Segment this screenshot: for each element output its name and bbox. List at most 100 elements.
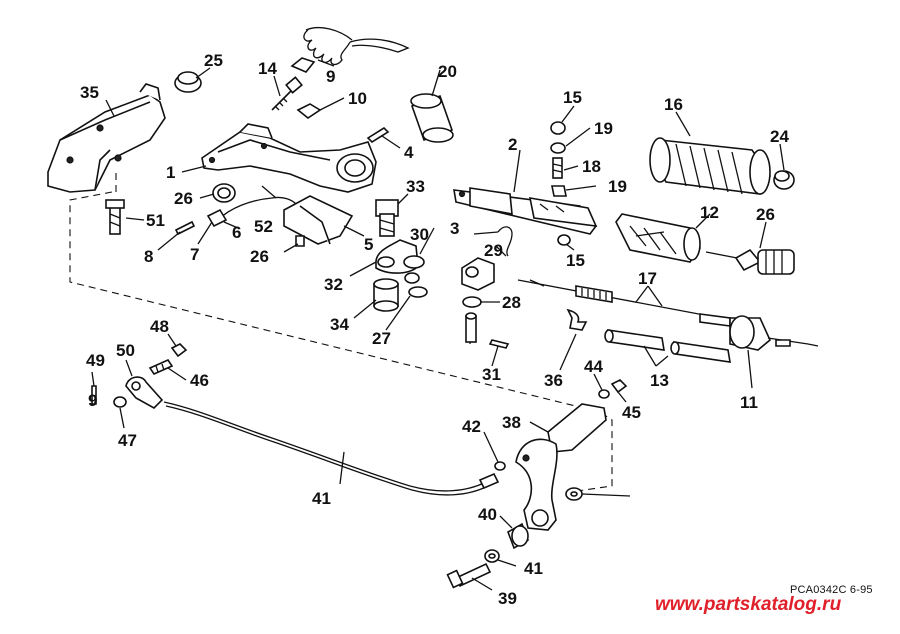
part-28-ring <box>403 255 425 269</box>
label-15a: 15 <box>563 88 582 107</box>
label-36: 39 <box>498 589 517 608</box>
label-7: 7 <box>190 245 199 264</box>
label-8: 8 <box>144 247 153 266</box>
label-34: 36 <box>544 371 563 390</box>
label-9b: 9 <box>88 391 97 410</box>
part-27-clip <box>497 226 513 257</box>
label-19b: 19 <box>608 177 627 196</box>
drawing-code: PCA0342C 6-95 <box>790 584 873 596</box>
part-29-pin <box>488 339 510 349</box>
label-49: 51 <box>146 211 165 230</box>
part-25-ring <box>212 183 236 203</box>
part-15-ball-bottom <box>557 234 571 246</box>
part-15-ball-top <box>550 121 566 135</box>
label-42: 45 <box>622 403 641 422</box>
part-19-washer-bottom <box>551 185 567 197</box>
watermark: www.partskatalog.ru <box>655 594 842 615</box>
callout-labels: 35 25 14 9 10 4 20 15 16 24 19 2 18 19 1… <box>80 51 789 608</box>
label-27: 29 <box>484 241 503 260</box>
label-41a: 42 <box>462 417 481 436</box>
label-14: 14 <box>258 59 277 78</box>
label-25: 26 <box>174 189 193 208</box>
part-22-cap <box>174 71 202 93</box>
part-33-bracket <box>47 83 166 193</box>
label-38: 40 <box>478 505 497 524</box>
part-17-cable <box>517 279 731 327</box>
label-39: 41 <box>524 559 543 578</box>
label-6: 6 <box>232 223 241 242</box>
label-46: 48 <box>150 317 169 336</box>
label-12: 12 <box>700 203 719 222</box>
part-32-bushing <box>373 278 399 312</box>
label-5: 5 <box>364 235 373 254</box>
label-31: 33 <box>406 177 425 196</box>
part-21-cap <box>773 170 795 190</box>
label-13: 13 <box>650 371 669 390</box>
part-14-bolt <box>271 76 303 111</box>
label-11: 11 <box>740 393 758 412</box>
part-38-bushing <box>507 522 529 550</box>
part-47-pin <box>91 385 97 405</box>
label-24: 26 <box>756 205 775 224</box>
label-16: 16 <box>664 95 683 114</box>
part-34-clip <box>566 308 588 331</box>
label-26b: 28 <box>502 293 521 312</box>
part-50-stud <box>465 312 477 343</box>
linkage-dashed-line <box>69 191 613 493</box>
part-9-spring <box>290 26 410 73</box>
part-16-grip <box>649 137 771 195</box>
label-17: 17 <box>638 269 657 288</box>
part-8-pin <box>174 220 196 236</box>
label-9: 9 <box>326 67 335 86</box>
leader-lines <box>91 59 785 591</box>
part-26-washer-right <box>462 296 482 308</box>
label-15b: 15 <box>566 251 585 270</box>
label-29: 31 <box>482 365 501 384</box>
part-31-screw <box>375 199 399 237</box>
part-11-knob <box>729 315 819 351</box>
part-49-bolt <box>105 199 125 235</box>
label-41b: 44 <box>584 357 603 376</box>
part-52-washer <box>565 487 583 501</box>
part-1-tiller-arm <box>201 123 377 193</box>
label-44: 46 <box>190 371 209 390</box>
part-20-bushing <box>410 93 454 143</box>
part-39-washer <box>484 549 500 563</box>
part-40-rod <box>163 401 500 496</box>
part-36-bolt <box>446 562 492 589</box>
label-23: 26 <box>250 247 269 266</box>
label-47: 49 <box>86 351 105 370</box>
label-26a: 27 <box>372 329 391 348</box>
label-4: 4 <box>404 143 414 162</box>
part-12-housing <box>615 213 701 263</box>
part-48-link <box>125 376 164 409</box>
label-19a: 19 <box>594 119 613 138</box>
label-40: 41 <box>312 489 331 508</box>
part-28-link <box>461 257 495 291</box>
part-46-nut <box>170 343 188 358</box>
label-18: 18 <box>582 157 601 176</box>
part-5-plate <box>283 195 354 247</box>
label-21: 24 <box>770 127 789 146</box>
part-44-stud <box>148 358 174 376</box>
part-35-lever <box>515 403 607 531</box>
part-26-washer-left <box>408 286 428 298</box>
label-48: 50 <box>116 341 135 360</box>
label-33: 35 <box>80 83 99 102</box>
label-1: 1 <box>166 163 175 182</box>
label-10: 10 <box>348 89 367 108</box>
part-2-shaft <box>453 187 598 235</box>
label-51: 52 <box>254 217 273 236</box>
part-41-nut-right <box>598 389 610 399</box>
part-10-plate <box>296 103 322 119</box>
label-20: 20 <box>438 62 457 81</box>
part-18-spring-pin <box>552 157 563 179</box>
part-45-washer <box>113 396 127 408</box>
label-28: 30 <box>410 225 429 244</box>
part-42-nut <box>610 379 628 394</box>
label-32: 34 <box>330 315 349 334</box>
label-30: 32 <box>324 275 343 294</box>
part-19-washer-top <box>550 142 566 154</box>
label-3: 3 <box>450 219 459 238</box>
